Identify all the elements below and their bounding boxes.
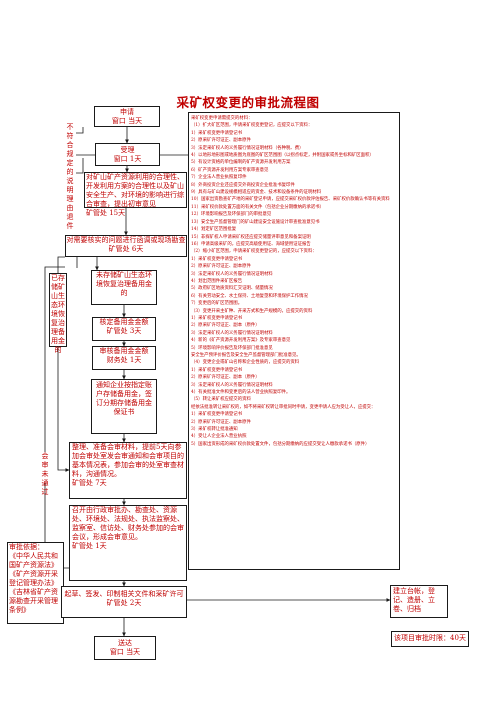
recovery-fund-note: 已存储矿山生态环境恢复治理备用金的 (49, 273, 67, 354)
material-item: 1）采矿权变更申请登记书 (191, 256, 243, 262)
material-item: 4）受让人企业法人营业执照 (191, 434, 247, 440)
deliver-label: 送达 窗口 当天 (109, 639, 141, 656)
material-item: 2）原采矿许可证正、副本原件 (191, 419, 251, 425)
draft-label: 起草、签发、印制相关文件和采矿许可 矿管处 2天 (64, 590, 184, 607)
material-item: 16）申请高级采矿的，应提交高级使用证、海域使用证证报告 (191, 241, 311, 247)
no-recovery-fund-label: 未存储矿山生态环境恢复治理备用金的 (96, 271, 152, 297)
field-check-label: 对需要核实的问题进行函调或现场勘查 矿管处 6天 (66, 236, 186, 253)
draft-node: 起草、签发、印制相关文件和采矿许可 矿管处 2天 (61, 586, 187, 618)
notice-deposit-label: 通知企业按指定账户存储备用金，签订分期存储备用金保证书 (96, 381, 152, 416)
total-days-label: 该项目审批时限：40天 (394, 634, 466, 642)
material-item: （4）变更企业或矿山名称和企业性质的，应提交的资料 (191, 360, 300, 366)
material-item: 2）原采矿许可证正、副本原件 (191, 138, 251, 144)
material-item: 5）环境影响评价报告及环保部门批准意见 (191, 345, 273, 351)
material-item: 5）有设计资格的单位编制的矿产资源开发利用方案 (191, 160, 291, 166)
joint-review-not-pass-label: 会审未通过 (41, 452, 49, 496)
review-fund-label: 审核备用金金额 财务处 1天 (99, 347, 149, 364)
material-item: 8）外商投资企业还应提交外商投资企业批准书复印件 (191, 182, 295, 188)
material-item: （5）转让采矿权应提交的资料 (191, 397, 251, 403)
accept-node: 受理 窗口 1天 (95, 143, 160, 166)
material-item: 6）有关劳动安全、水土保持、土地复垦和环境保护工作情况 (191, 293, 308, 299)
material-item: 1）采矿权变更申请登记书 (191, 412, 243, 418)
material-item: （1）扩大矿区范围，申请采矿权变更登记，应提交以下资料： (191, 123, 313, 129)
total-days-box: 该项目审批时限：40天 (391, 631, 469, 647)
material-item: 3）采矿权转让批准通知 (191, 427, 238, 433)
field-check-node: 对需要核实的问题进行函调或现场勘查 矿管处 6天 (65, 235, 187, 257)
material-item: 11）采矿权价款处置方面的有关文件（包括企业分期缴纳的承诺书） (191, 204, 324, 210)
not-qualified-node: 不符合规定的说明理由退件 (64, 123, 76, 230)
material-item: （2）缩小矿区范围，申请采矿权变更登记的，应提交以下资料： (191, 249, 317, 255)
material-item: 1）采矿权变更申请登记书 (191, 315, 243, 321)
no-recovery-fund-node: 未存储矿山生态环境恢复治理备用金的 (91, 270, 157, 305)
organize-node: 整理、准备会审材料，提前5天向参加会审处室发会审通知和会审项目的基本情况表，参加… (69, 442, 187, 499)
material-item: 4）有关批准文件和变更后的法人营业执照复印件。 (191, 390, 291, 396)
not-qualified-label: 不符合规定的说明理由退件 (66, 123, 74, 230)
material-item: 2）原采矿许可证正、副本（原件） (191, 323, 260, 329)
material-item: （3）变更开采主矿种、开采方式和生产规模的，应提交的资料 (191, 308, 313, 314)
check-fund-node: 核定备用金金额 矿管处 3天 (92, 317, 156, 341)
material-item: 12）环境影响报告及环保部门的审批意见 (191, 212, 272, 218)
material-item: 6）矿产资源开发利用方案专家审查意见 (191, 167, 269, 173)
archive-node: 建立台帐，登记、造册、立卷、归档 (390, 585, 448, 618)
legal-basis-box: 审批依据： 《中华人民共和国矿产资源法》 《矿产资源开采登记管理办法》 《吉林省… (7, 542, 64, 624)
material-item: 15）非探矿权人申请采矿权还应提交储量评审意见和备案证明 (191, 234, 311, 240)
organize-label: 整理、准备会审材料，提前5天向参加会审处室发会审通知和会审项目的基本情况表，参加… (72, 443, 184, 487)
deliver-node: 送达 窗口 当天 (94, 636, 156, 660)
page-title: 采矿权变更的审批流程图 (176, 95, 320, 110)
material-item: 7）企业法人营业执照复印件 (191, 175, 247, 181)
material-item: 安全生产预评价报告及安全生产监督管理部门批准意见。 (191, 353, 301, 358)
review-fund-node: 审核备用金金额 财务处 1天 (92, 346, 156, 370)
meeting-label: 召开由行政审批办、勘查处、资源处、环境处、法规处、执法监察处、监察室、信访处、财… (72, 506, 184, 550)
material-item: 2）原采矿许可证正、副本原件 (191, 264, 251, 270)
review-node: 对矿山矿产资源利用的合理性、开发利用方案的合理性以及矿山安全生产、对环境的影响进… (84, 172, 187, 217)
material-item: 9）具有与矿山建设规模相适应的资金、技术和设备条件的证明材料 (191, 190, 322, 196)
material-item: 3）法定采矿权人的义务履行情况证明材料 (191, 382, 273, 388)
material-item: 13）安全生产监督管理门的矿山建设安全设施设计审查批准意见书 (191, 219, 320, 225)
material-item: 3）法定采矿权人的义务履行情况证明材料（各种税、费） (191, 145, 304, 151)
meeting-node: 召开由行政审批办、勘查处、资源处、环境处、法规处、执法监察处、监察室、信访处、财… (69, 505, 187, 581)
review-label: 对矿山矿产资源利用的合理性、开发利用方案的合理性以及矿山安全生产、对环境的影响进… (86, 173, 184, 217)
material-item: 经依法批准转让采矿权的，如不将采矿权转让审批同时申请，变更申请人应为受让人，应提… (191, 404, 376, 410)
material-item: 3）法定采矿权人的义务履行情况证明材料 (191, 330, 273, 336)
material-item: 14）划定矿区范围批复 (191, 227, 237, 233)
notice-deposit-node: 通知企业按指定账户存储备用金，签订分期存储备用金保证书 (91, 379, 157, 434)
material-item: 4）划出范围件采矿区报告 (191, 278, 243, 284)
material-item: 采矿权变更申请需提交的材料： (191, 116, 253, 121)
material-item: 4）新的《矿产资源开发利用方案》及专家审查意见 (191, 338, 291, 344)
apply-label: 申请 窗口 当天 (111, 108, 143, 125)
accept-label: 受理 窗口 1天 (113, 146, 142, 163)
material-item: 4）以地形地形图或地质图为底图的矿区范围图（以拐点标定，并附国家或务坐标和矿区面… (191, 153, 374, 159)
legal-basis-label: 审批依据： 《中华人民共和国矿产资源法》 《矿产资源开采登记管理办法》 《吉林省… (9, 543, 58, 614)
apply-node: 申请 窗口 当天 (94, 106, 160, 127)
material-item: 5）政府矿区地质资料汇交证明、储量情况 (191, 286, 273, 292)
check-fund-label: 核定备用金金额 矿管处 3天 (99, 318, 149, 335)
materials-list: 采矿权变更申请需提交的材料： （1）扩大矿区范围，申请采矿权变更登记，应提交以下资… (188, 112, 400, 570)
recovery-fund-label: 已存储矿山生态环境恢复治理备用金的 (51, 274, 65, 354)
material-item: 3）法定采矿权人的义务履行情况证明材料 (191, 271, 273, 277)
joint-review-not-pass-note: 会审未通过 (39, 452, 51, 496)
material-item: 1）采矿权变更申请登记书 (191, 130, 243, 136)
material-item: 5）国家出资形成的采矿权价款处置文件，包括分期缴纳的应提交受让人缴款承诺书（原件… (191, 441, 370, 447)
material-item: 2）原采矿许可证正、副本（原件） (191, 375, 260, 381)
material-item: 10）国家出资勘查矿产地的采矿登记申请，应提交采矿权价款评估报告、采矿权价款确认… (191, 197, 390, 203)
archive-label: 建立台帐，登记、造册、立卷、归档 (393, 587, 435, 613)
material-item: 1）采矿权变更申请登记书 (191, 367, 243, 373)
material-item: 7）变更后的矿区范围图。 (191, 301, 243, 307)
